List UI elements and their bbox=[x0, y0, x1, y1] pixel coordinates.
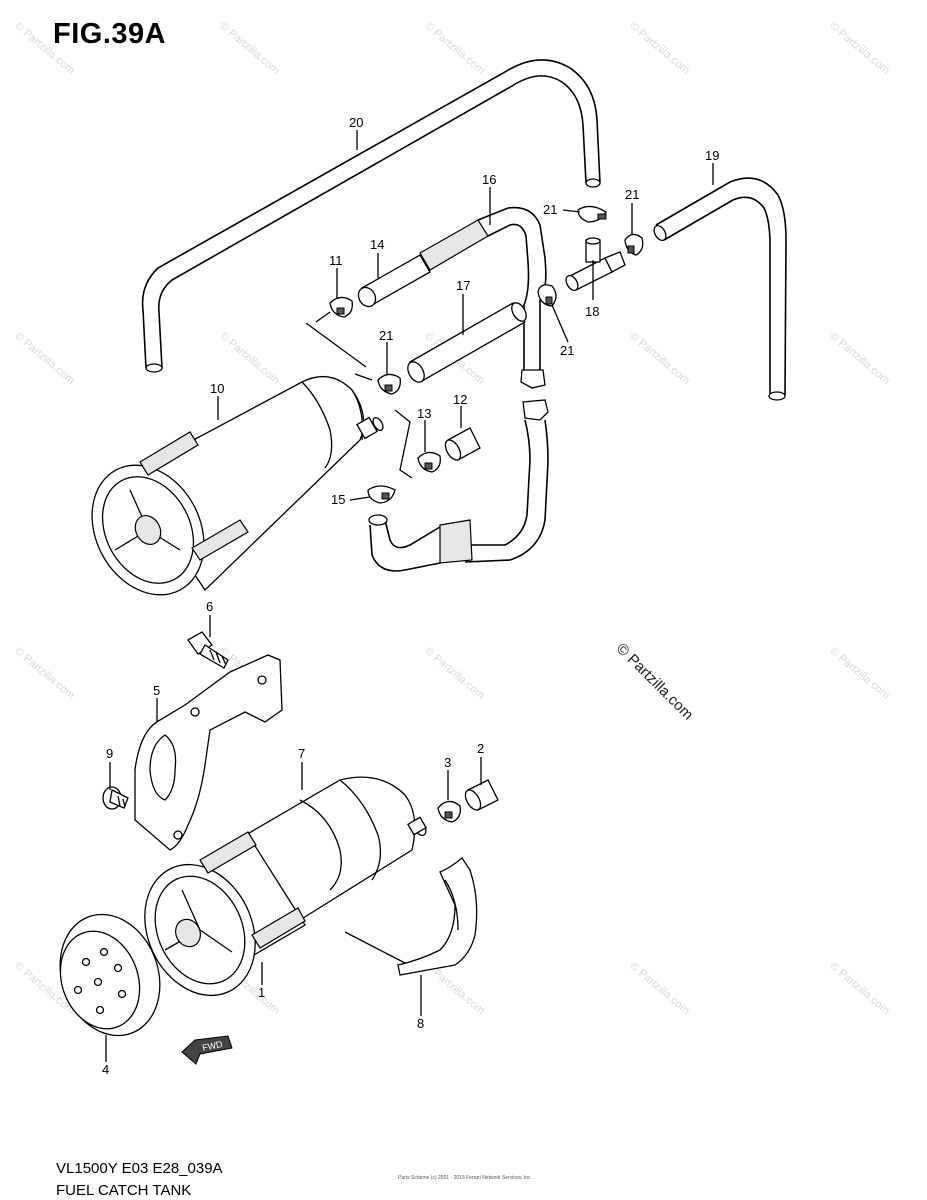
callout-15: 15 bbox=[331, 492, 345, 507]
fitting-18[interactable] bbox=[564, 237, 626, 292]
clamp-21[interactable] bbox=[577, 205, 607, 223]
cap-4[interactable] bbox=[44, 900, 177, 1049]
callout-21: 21 bbox=[560, 343, 574, 358]
clamp-21[interactable] bbox=[377, 373, 401, 395]
bolt-6[interactable] bbox=[187, 631, 229, 669]
callout-7: 7 bbox=[298, 746, 305, 761]
hose-15[interactable] bbox=[368, 399, 549, 572]
callout-12: 12 bbox=[453, 392, 467, 407]
callout-5: 5 bbox=[153, 683, 160, 698]
callout-21: 21 bbox=[379, 328, 393, 343]
clamp-21[interactable] bbox=[537, 284, 557, 307]
callout-14: 14 bbox=[370, 237, 384, 252]
clamp-15[interactable] bbox=[367, 485, 396, 504]
callout-2: 2 bbox=[477, 741, 484, 756]
callout-19: 19 bbox=[705, 148, 719, 163]
clamp-13[interactable] bbox=[417, 451, 441, 473]
hose-16[interactable] bbox=[477, 206, 547, 389]
callout-17: 17 bbox=[456, 278, 470, 293]
leader-lines bbox=[105, 130, 714, 1062]
callout-1: 1 bbox=[258, 985, 265, 1000]
clamp-11[interactable] bbox=[329, 296, 353, 318]
callout-8: 8 bbox=[417, 1016, 424, 1031]
fine-print: Parts Scheme (c) 2001 · 2013 Ferrari Net… bbox=[398, 1175, 532, 1181]
clamp-3[interactable] bbox=[437, 800, 461, 823]
hose-19[interactable] bbox=[652, 177, 787, 401]
callout-6: 6 bbox=[206, 599, 213, 614]
callout-16: 16 bbox=[482, 172, 496, 187]
callout-4: 4 bbox=[102, 1062, 109, 1077]
hose-20[interactable] bbox=[141, 59, 601, 373]
figure-name: FUEL CATCH TANK bbox=[56, 1182, 192, 1199]
model-code: VL1500Y E03 E28_039A bbox=[56, 1160, 223, 1177]
callout-21: 21 bbox=[625, 187, 639, 202]
bracket-5[interactable] bbox=[134, 654, 283, 851]
callout-3: 3 bbox=[444, 755, 451, 770]
hose-12[interactable] bbox=[442, 427, 481, 463]
pipe-17[interactable] bbox=[404, 300, 529, 385]
fwd-arrow-icon: FWD bbox=[181, 1035, 233, 1065]
canister-10[interactable] bbox=[70, 375, 385, 615]
canister-1[interactable] bbox=[124, 831, 306, 1014]
bracket-8[interactable] bbox=[397, 857, 478, 976]
screw-9[interactable] bbox=[102, 786, 129, 810]
callout-18: 18 bbox=[585, 304, 599, 319]
callout-20: 20 bbox=[349, 115, 363, 130]
figure-title: FIG.39A bbox=[53, 18, 167, 50]
hose-2[interactable] bbox=[462, 779, 499, 813]
fwd-label: FWD bbox=[201, 1039, 224, 1053]
callout-9: 9 bbox=[106, 746, 113, 761]
callout-21: 21 bbox=[543, 202, 557, 217]
callout-13: 13 bbox=[417, 406, 431, 421]
callout-10: 10 bbox=[210, 381, 224, 396]
callout-11: 11 bbox=[329, 253, 343, 268]
clamp-21[interactable] bbox=[624, 233, 644, 256]
pipe-14[interactable] bbox=[355, 219, 489, 310]
